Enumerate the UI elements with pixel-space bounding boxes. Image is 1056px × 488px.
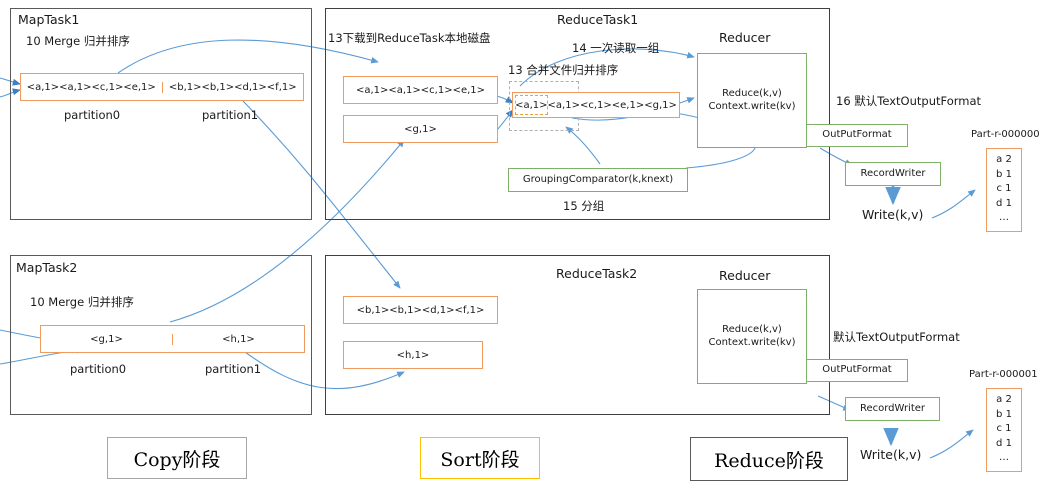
- output-file-1-line-5: …: [999, 212, 1009, 223]
- reduce-task-2-downloaded-file-2: <h,1>: [343, 341, 483, 369]
- reduce-task-2-recordwriter-box: RecordWriter: [845, 397, 940, 421]
- output-file-1-line-2: b 1: [996, 168, 1012, 180]
- reduce-task-1-write-label: Write(k,v): [862, 207, 924, 222]
- reduce-task-1-merged-file-data: <a,1><a,1><c,1><e,1><g,1>: [515, 99, 677, 111]
- output-file-1-line-4: d 1: [996, 197, 1012, 209]
- map-task-2-partitions: <g,1> <h,1>: [40, 325, 305, 353]
- map-task-2-title: MapTask2: [16, 260, 78, 275]
- output-file-2-line-2: b 1: [996, 408, 1012, 420]
- reduce-task-1-output-file: a 2 b 1 c 1 d 1 …: [986, 148, 1022, 232]
- reduce-task-1-read-group-label: 14 一次读取一组: [572, 41, 660, 55]
- map-task-1-partition1-data: <b,1><b,1><d,1><f,1>: [161, 81, 304, 93]
- map-task-1-step-label: 10 Merge 归并排序: [26, 34, 130, 48]
- stage-label-reduce: Reduce阶段: [690, 437, 848, 481]
- reduce-task-1-title: ReduceTask1: [557, 12, 639, 27]
- reduce-task-1-download-label: 13下载到ReduceTask本地磁盘: [328, 31, 491, 45]
- output-file-2-line-4: d 1: [996, 437, 1012, 449]
- reduce-task-2-file-2-data: <h,1>: [396, 349, 430, 361]
- stage-label-copy: Copy阶段: [107, 437, 247, 479]
- reduce-task-1-output-format-label: 16 默认TextOutputFormat: [836, 94, 982, 108]
- reduce-task-1-file-1-data: <a,1><a,1><c,1><e,1>: [355, 84, 486, 96]
- reduce-task-2-outputformat-box: OutPutFormat: [806, 359, 908, 382]
- reduce-task-1-file-2-data: <g,1>: [404, 123, 437, 135]
- reducer-1-box: Reduce(k,v) Context.write(kv): [697, 53, 807, 148]
- output-file-1-line-1: a 2: [996, 154, 1012, 165]
- map-task-2-container: [10, 255, 312, 415]
- reduce-task-2-write-label: Write(k,v): [860, 447, 922, 462]
- reducer-2-body-line2: Context.write(kv): [708, 336, 796, 348]
- reduce-task-1-first-group-marker: [515, 95, 548, 115]
- reducer-2-body-line1: Reduce(k,v): [722, 324, 782, 335]
- reduce-task-1-outputformat-box: OutPutFormat: [806, 124, 908, 147]
- grouping-comparator-box: GroupingComparator(k,knext): [508, 168, 688, 192]
- reduce-task-1-merged-file: <a,1><a,1><c,1><e,1><g,1>: [512, 92, 680, 118]
- reduce-task-1-downloaded-file-1: <a,1><a,1><c,1><e,1>: [343, 76, 498, 104]
- map-task-1-container: [10, 8, 312, 220]
- map-task-1-partitions: <a,1><a,1><c,1><e,1> <b,1><b,1><d,1><f,1…: [20, 73, 304, 101]
- reduce-task-2-downloaded-file-1: <b,1><b,1><d,1><f,1>: [343, 296, 498, 324]
- map-task-1-partition0-data: <a,1><a,1><c,1><e,1>: [26, 81, 156, 93]
- reducer-1-body-line1: Reduce(k,v): [722, 88, 782, 99]
- reduce-task-1-downloaded-file-2: <g,1>: [343, 115, 498, 143]
- stage-label-sort: Sort阶段: [420, 437, 540, 479]
- map-task-2-partition0-data: <g,1>: [90, 333, 123, 345]
- reduce-task-1-recordwriter-box: RecordWriter: [845, 162, 941, 186]
- output-file-1-line-3: c 1: [996, 183, 1012, 194]
- map-task-1-partition0-label: partition0: [64, 108, 121, 122]
- output-file-2-line-3: c 1: [996, 423, 1012, 434]
- reducer-2-title: Reducer: [719, 268, 771, 283]
- output-file-2-line-5: …: [999, 452, 1009, 463]
- reduce-task-1-file-name: Part-r-000000: [971, 129, 1040, 140]
- output-file-2-line-1: a 2: [996, 394, 1012, 405]
- map-task-2-partition1-label: partition1: [205, 362, 262, 376]
- reducer-1-body-line2: Context.write(kv): [708, 100, 796, 112]
- map-task-2-partition1-data: <h,1>: [172, 333, 304, 345]
- map-task-2-partition0-label: partition0: [70, 362, 127, 376]
- reduce-task-2-output-file: a 2 b 1 c 1 d 1 …: [986, 388, 1022, 472]
- reduce-task-1-merge-label: 13 合并文件归并排序: [508, 63, 619, 77]
- reduce-task-2-file-name: Part-r-000001: [969, 369, 1038, 380]
- reduce-task-2-container: [325, 255, 830, 415]
- reduce-task-2-file-1-data: <b,1><b,1><d,1><f,1>: [356, 304, 485, 316]
- map-task-1-title: MapTask1: [18, 12, 80, 27]
- map-task-1-partition1-label: partition1: [202, 108, 259, 122]
- reduce-task-1-group-label: 15 分组: [563, 199, 605, 213]
- reducer-1-title: Reducer: [719, 30, 771, 45]
- reducer-2-box: Reduce(k,v) Context.write(kv): [697, 289, 807, 384]
- reduce-task-2-title: ReduceTask2: [556, 266, 638, 281]
- map-task-2-step-label: 10 Merge 归并排序: [30, 295, 134, 309]
- reduce-task-1-container: [325, 8, 830, 220]
- reduce-task-2-output-format-label: 默认TextOutputFormat: [833, 330, 960, 344]
